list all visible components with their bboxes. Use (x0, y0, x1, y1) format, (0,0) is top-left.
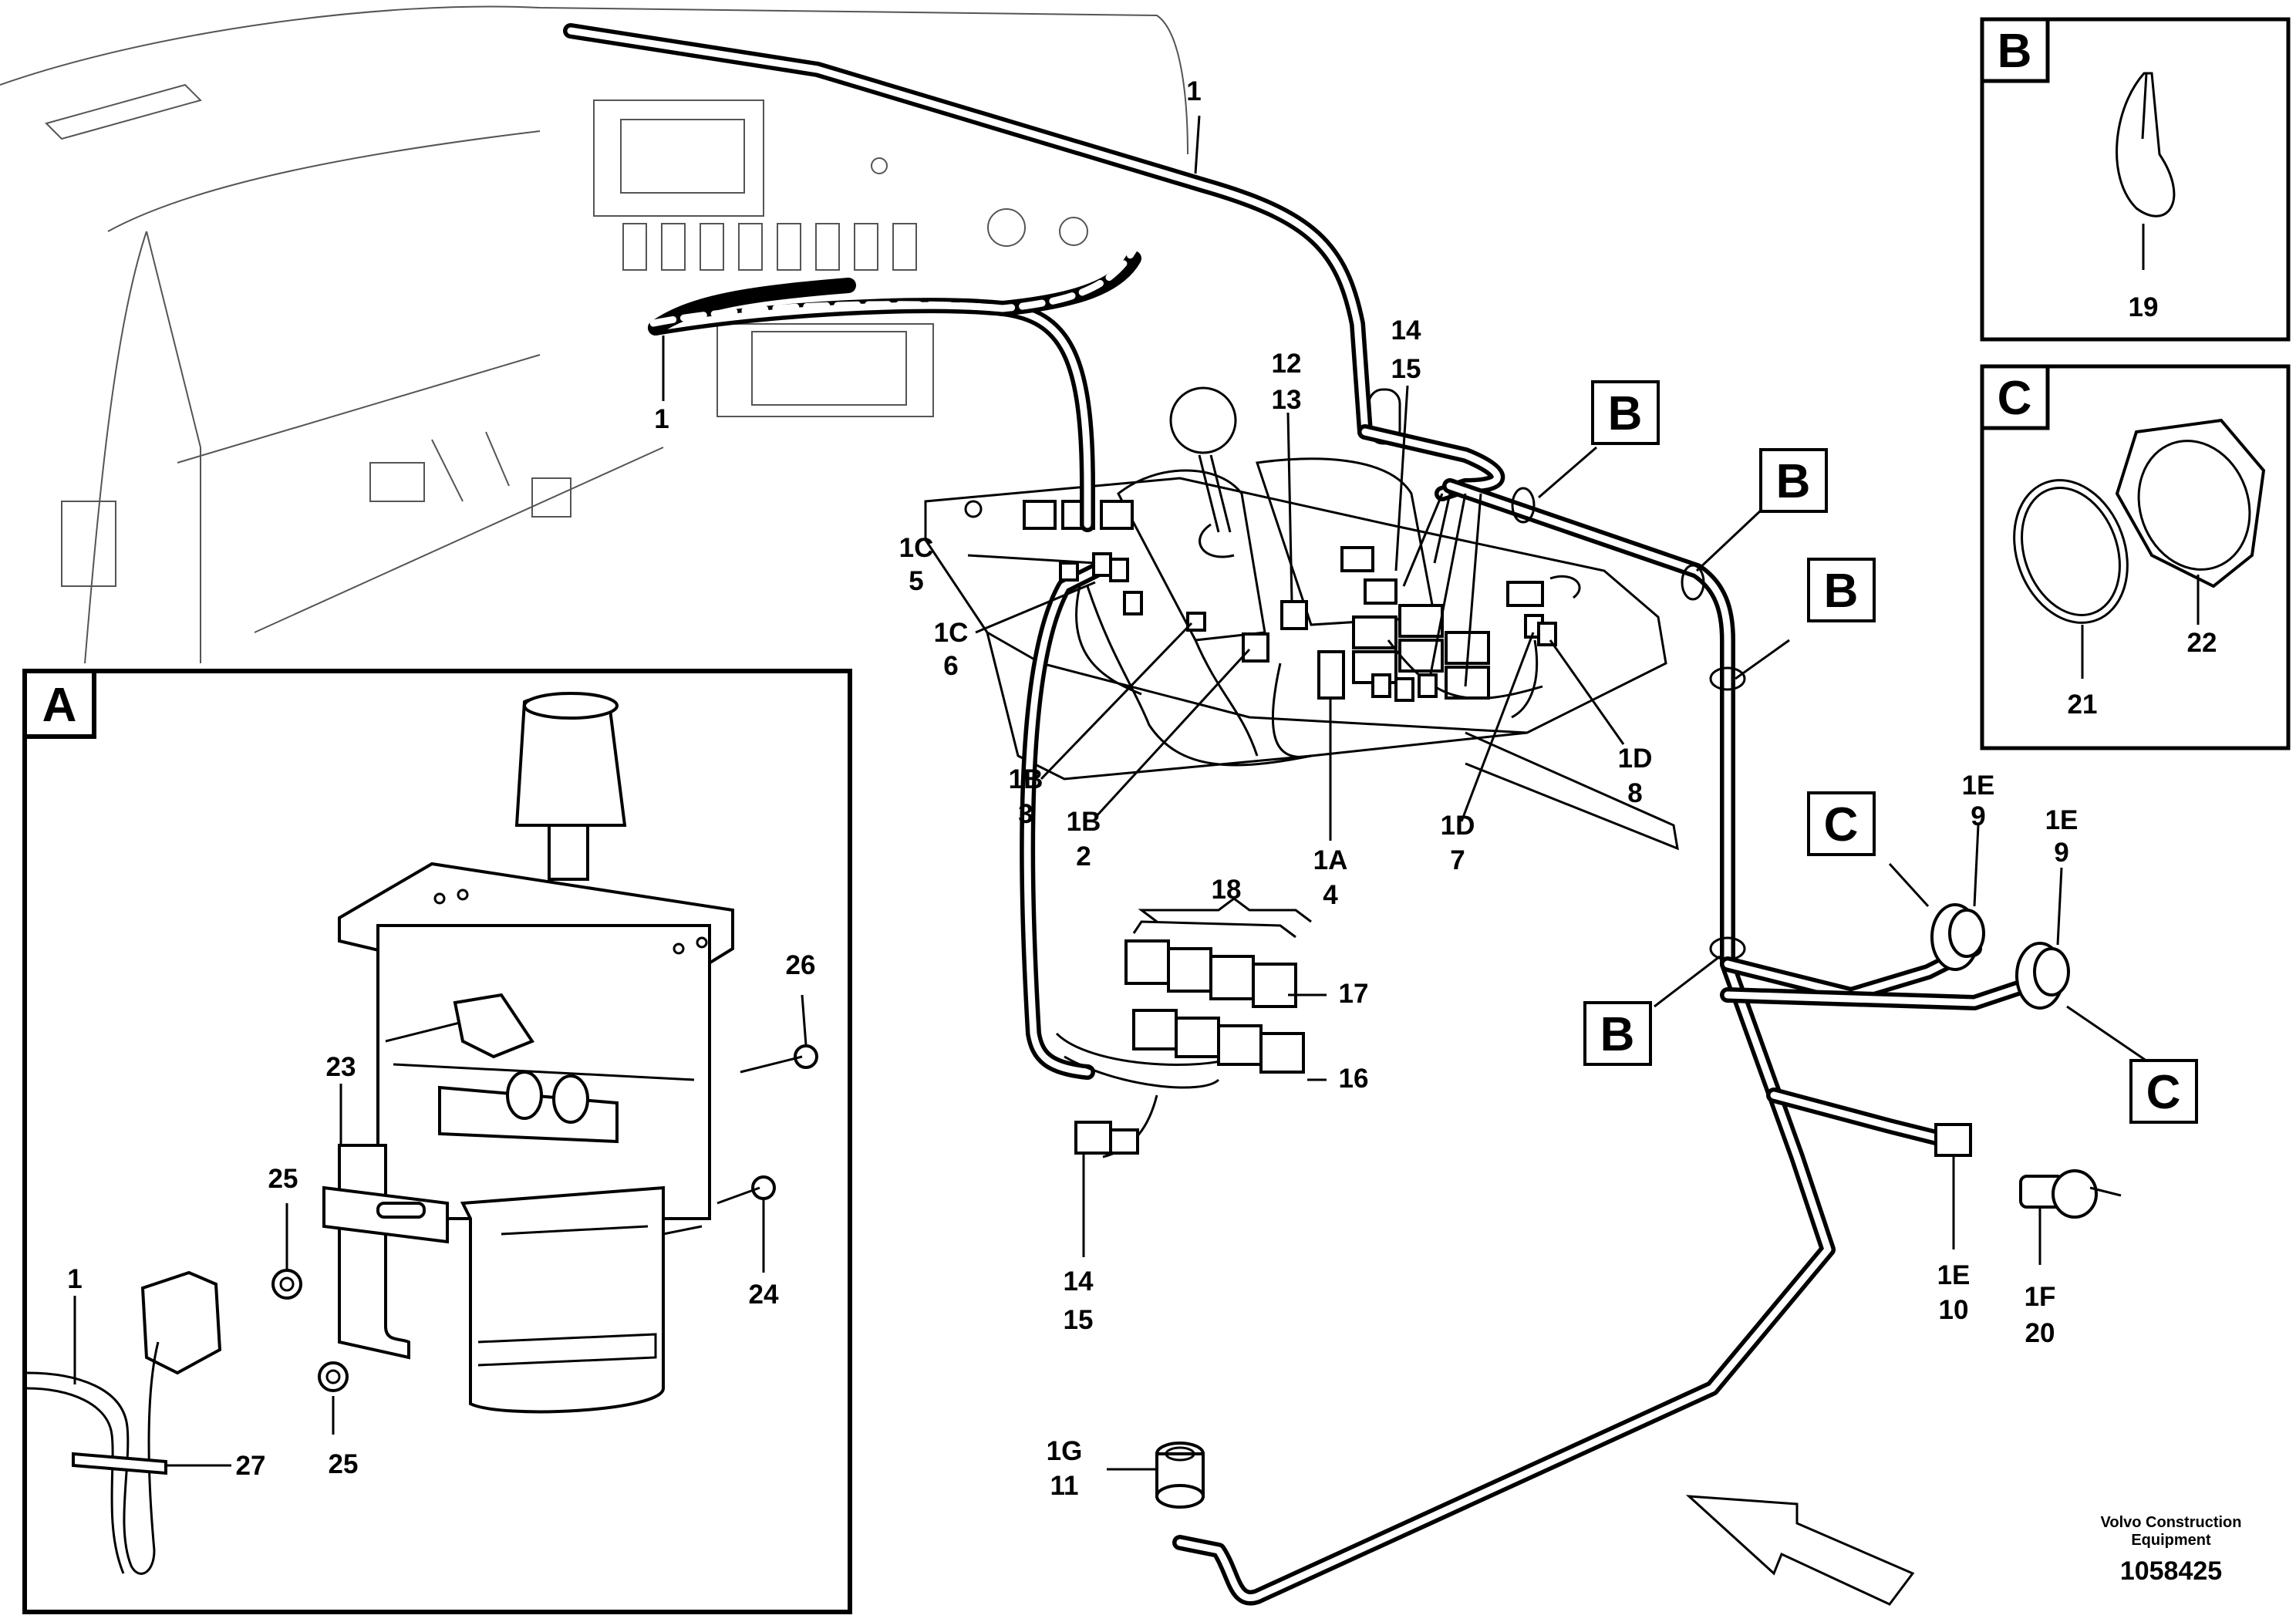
svg-text:B: B (1600, 1008, 1635, 1061)
label-14-top: 14 (1391, 315, 1421, 346)
detail-b-letter: B (1998, 25, 2032, 78)
label-4: 4 (1323, 880, 1338, 910)
label-8: 8 (1627, 778, 1642, 808)
gear-lever-knob (1169, 386, 1237, 454)
screw-24 (716, 1175, 776, 1205)
lighter-1f (2019, 1169, 2122, 1219)
label-1f: 1F (2025, 1282, 2056, 1312)
label-1-detail-a: 1 (67, 1264, 82, 1294)
label-1e-a-2: 1E (2045, 805, 2079, 835)
label-1-dashed: 1 (654, 404, 669, 434)
detail-a: A (22, 669, 852, 1614)
socket-1g (1155, 1442, 1205, 1509)
tag-b-3: B (1807, 558, 1876, 622)
label-15-top: 15 (1391, 354, 1421, 384)
bracket-23 (322, 1144, 449, 1360)
gear-selector-assembly (338, 692, 734, 1414)
tag-b-4: B (1583, 1001, 1652, 1066)
callout-labels: 1 1 12 13 14 15 1C 5 1C 6 1B 3 1B 2 1A 4… (654, 76, 2078, 1501)
cable-tie-19 (2116, 72, 2176, 218)
leader-lines (662, 115, 2153, 1471)
view-direction-arrow (1685, 1495, 1915, 1606)
label-25-a: 25 (268, 1164, 298, 1194)
tag-c-2: C (2129, 1059, 2198, 1124)
nut-25-b (318, 1361, 349, 1392)
label-1-top: 1 (1186, 76, 1201, 106)
label-1g: 1G (1047, 1436, 1083, 1466)
detail-c-letter: C (1998, 372, 2032, 425)
label-1c-b: 1C (934, 618, 969, 648)
hex-nut-22 (2115, 418, 2266, 588)
switch-panel-row (622, 223, 917, 271)
label-26: 26 (786, 950, 816, 980)
detail-a-letter: A (42, 679, 77, 732)
grommets-1e (1930, 903, 2070, 1010)
reference-tags: B B B B C C (1583, 380, 2198, 1124)
label-1b-b: 1B (1067, 807, 1101, 837)
label-5: 5 (909, 566, 923, 596)
label-10: 10 (1939, 1295, 1969, 1325)
label-1e-a-1: 1E (1962, 771, 1995, 801)
svg-text:C: C (1824, 798, 1859, 851)
label-13: 13 (1272, 385, 1302, 415)
cab-cable-dashed (590, 231, 1145, 343)
tag-b-1: B (1591, 380, 1660, 445)
brand-line-1: Volvo Construction (2101, 1514, 2242, 1531)
label-21: 21 (2068, 690, 2098, 720)
label-9-2: 9 (2054, 838, 2068, 868)
screw-26 (740, 1044, 818, 1074)
title-block: Volvo Construction Equipment 1058425 (2101, 1514, 2242, 1586)
connectors (1059, 546, 2122, 1509)
label-11: 11 (1050, 1471, 1079, 1501)
detail-b: B 19 (1980, 17, 2291, 342)
label-27: 27 (236, 1451, 266, 1481)
label-23: 23 (326, 1052, 356, 1082)
nut-25-a (271, 1269, 302, 1300)
relay-block (1124, 920, 1305, 1074)
label-1e-b: 1E (1937, 1260, 1971, 1290)
svg-text:B: B (1824, 565, 1859, 618)
label-15-bot: 15 (1064, 1305, 1094, 1335)
label-1d-b: 1D (1618, 744, 1653, 774)
label-20: 20 (2025, 1318, 2055, 1348)
cable-holder-27 (26, 1270, 222, 1575)
label-19: 19 (2129, 292, 2159, 322)
label-2: 2 (1076, 841, 1091, 872)
svg-text:B: B (1776, 455, 1811, 508)
detail-c: C 21 22 (1980, 364, 2291, 750)
label-17: 17 (1339, 979, 1369, 1009)
label-1c-a: 1C (899, 533, 934, 563)
label-1d-a: 1D (1441, 811, 1475, 841)
label-22: 22 (2187, 628, 2217, 658)
drawing-number: 1058425 (2120, 1556, 2222, 1586)
svg-text:C: C (2146, 1066, 2181, 1119)
brand-line-2: Equipment (2131, 1532, 2211, 1549)
seal-ring-21 (2013, 479, 2129, 624)
cable-ties (1511, 487, 1746, 961)
label-18: 18 (1212, 875, 1242, 905)
label-1b-a: 1B (1009, 764, 1043, 794)
tag-b-2: B (1759, 448, 1828, 513)
label-3: 3 (1018, 799, 1033, 829)
label-16: 16 (1339, 1064, 1369, 1094)
label-1a: 1A (1313, 845, 1348, 875)
label-25-b: 25 (329, 1449, 359, 1479)
label-12: 12 (1272, 349, 1302, 379)
label-14-bot: 14 (1064, 1266, 1094, 1297)
label-24: 24 (749, 1280, 779, 1310)
svg-text:B: B (1608, 387, 1643, 440)
cab-outline (0, 5, 1188, 664)
label-9-1: 9 (1971, 801, 1985, 831)
label-6: 6 (943, 651, 958, 681)
label-7: 7 (1450, 845, 1465, 875)
tag-c-1: C (1807, 791, 1876, 856)
